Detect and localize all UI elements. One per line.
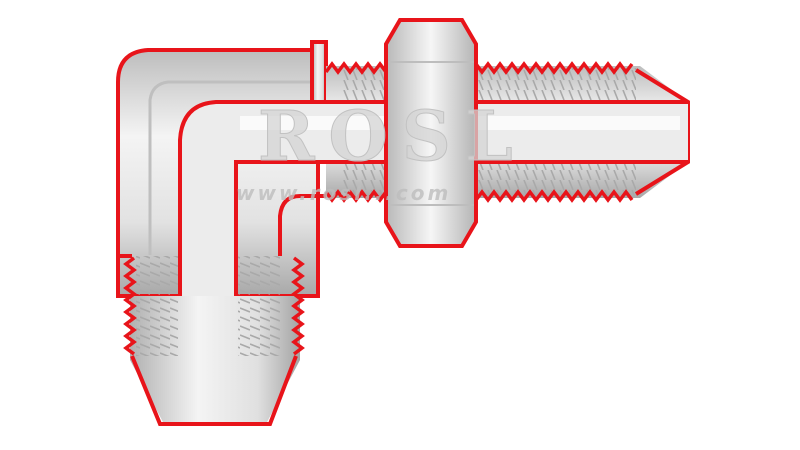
- vertical-threaded-leg: [123, 256, 305, 426]
- horizontal-thread-outline-bottom: [324, 189, 634, 203]
- hex-nut: [384, 18, 478, 248]
- elbow-left-step: [116, 254, 132, 296]
- elbow-corner-shade: [148, 80, 315, 255]
- watermark-brand: ROSL: [258, 97, 527, 177]
- vertical-thread-band-left: [136, 256, 178, 356]
- vertical-leg-tip: [130, 355, 298, 426]
- watermark-url: www.rosl...com: [236, 181, 451, 205]
- vertical-thread-outline-left: [123, 256, 137, 356]
- horizontal-thread-outline-top: [324, 61, 634, 75]
- vertical-thread-outline-right: [291, 256, 305, 356]
- vertical-thread-band-right: [238, 256, 280, 356]
- elbow-inner-step: [278, 194, 326, 256]
